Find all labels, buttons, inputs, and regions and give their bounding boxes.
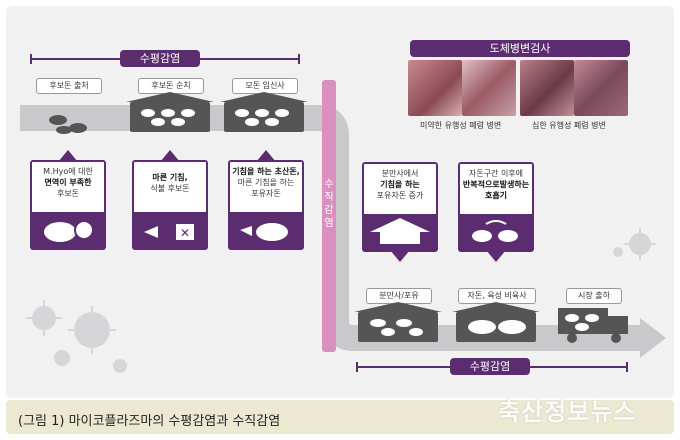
barn-farrowing-icon [358,312,438,342]
vertical-infection-bar [322,80,336,352]
truck-icon [558,308,628,343]
barn-roof-icon [220,92,308,102]
horizontal-infection-label-bottom: 수평감염 [450,358,530,375]
virus-icon [613,228,656,260]
pigs-in-barn-icon [468,320,526,334]
mild-lesion-label: 미약한 유행성 폐렴 병변 [420,121,502,130]
barn-gestation-icon [224,102,304,132]
stage-label-source: 후보돈 출처 [36,78,102,94]
virus-icon [26,300,127,373]
severe-lesion-label: 심한 유행성 폐렴 병변 [532,121,606,130]
pigs-in-barn-icon [141,109,195,126]
pig-group-icon [49,115,87,134]
recurring-respiratory-icon [472,220,518,242]
autopsy-title: 도체병변검사 [410,40,630,57]
barn-acclimation-icon [130,102,210,132]
pigs-in-barn-icon [235,109,289,126]
card-text: 마른 기침,식불 후보돈 [150,173,190,193]
lung-photo-mild-1 [408,60,462,116]
lung-photo-mild-2 [462,60,516,116]
barn-roof-icon [354,302,442,312]
stage-label-market: 시장 출하 [566,288,622,304]
symptom-card-cough [132,150,208,250]
horizontal-infection-label-top: 수평감염 [120,50,200,67]
lung-photo-severe-1 [520,60,574,116]
pig-immunity-icon [44,220,94,242]
cough-feed-icon: ✕ [144,224,194,240]
barn-roof-icon [126,92,214,102]
vertical-infection-label: 수직감염 [324,179,334,229]
svg-text:✕: ✕ [180,226,190,240]
figure-caption: (그림 1) 마이코플라즈마의 수평감염과 수직감염 [18,414,281,429]
symptom-card-sows [228,150,304,250]
barn-roof-icon [452,302,540,312]
stage-label-growing: 자돈, 육성 비육사 [458,288,536,304]
symptom-card-nursery [458,162,534,262]
pigs-in-barn-icon [370,319,423,336]
caption-bar [6,400,674,434]
farrowing-house-icon [370,218,430,244]
lung-photo-severe-2 [574,60,628,116]
watermark: 축산정보뉴스 [498,398,637,426]
coughing-pig-icon [240,223,288,241]
